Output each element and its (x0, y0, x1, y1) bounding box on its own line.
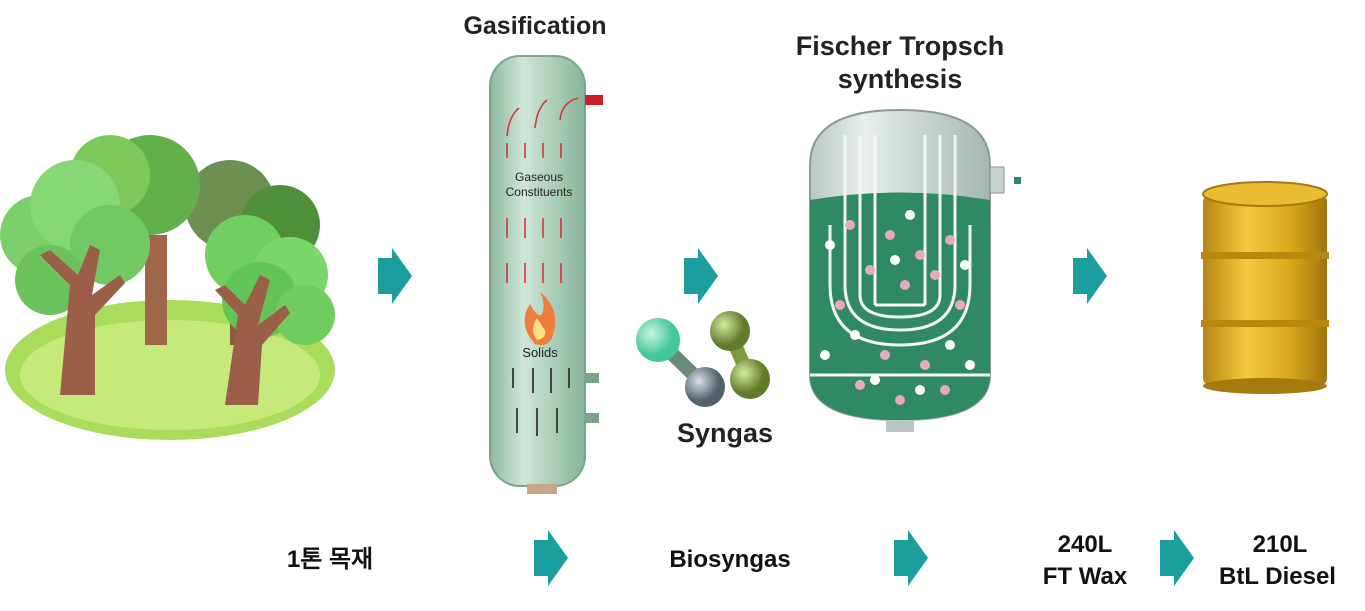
solids-label: Solids (522, 345, 558, 360)
ft-wax-amount: 240L (1057, 531, 1113, 558)
diesel-amount: 210L (1252, 531, 1308, 558)
arrow-right-icon (378, 248, 412, 304)
gasifier-column (489, 55, 603, 494)
arrow-right-icon (1073, 248, 1107, 304)
fischer-tropsch-title: Fischer Tropsch synthesis (795, 31, 1005, 94)
arrow-right-icon (894, 530, 928, 586)
syngas-label: Syngas (676, 418, 774, 448)
tree-icon (0, 135, 335, 440)
forest-illustration (0, 135, 335, 440)
ft-wax-label: FT Wax (1042, 563, 1128, 590)
arrow-right-icon (684, 248, 718, 304)
arrow-right-icon (1160, 530, 1194, 586)
barrel-icon (1201, 181, 1329, 394)
molecule-icon (636, 311, 770, 407)
ft-reactor (809, 108, 1021, 432)
arrow-right-icon (534, 530, 568, 586)
btl-diesel-label: BtL Diesel (1219, 563, 1336, 590)
gaseous-constituents-label: Gaseous Constituents (505, 170, 573, 199)
biosyngas-label: Biosyngas (669, 546, 791, 573)
wood-input-label: 1톤 목재 (286, 546, 374, 573)
gasification-title: Gasification (463, 12, 607, 40)
flame-icon (524, 292, 556, 346)
